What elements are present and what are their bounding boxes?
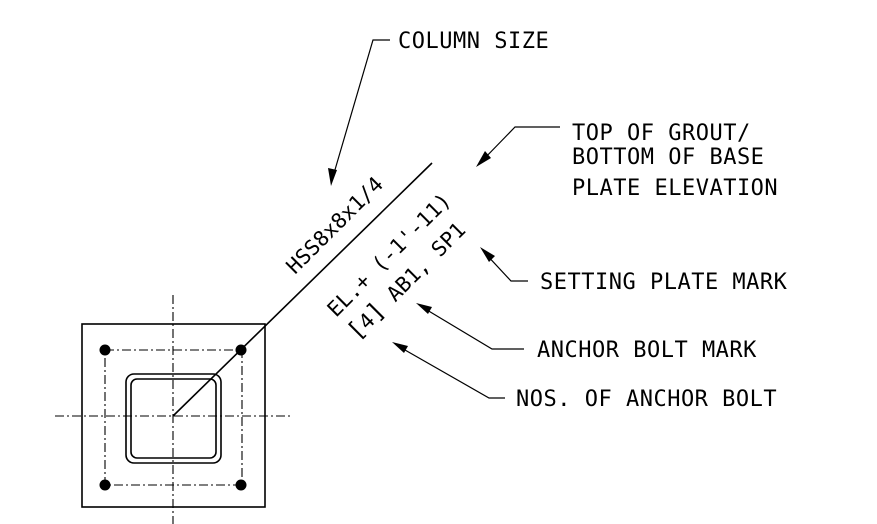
top-of-grout-label-line3: PLATE ELEVATION	[572, 176, 778, 201]
nos-anchor-bolt-leader	[397, 345, 505, 399]
nos-of-anchor-bolt-label: NOS. OF ANCHOR BOLT	[516, 387, 777, 412]
top-of-grout-arrowhead	[476, 151, 491, 167]
anchor-bolt-mark-arrowhead	[416, 303, 432, 314]
top-of-grout-label-line2: BOTTOM OF BASE	[572, 145, 764, 170]
column-size-label: COLUMN SIZE	[398, 29, 549, 54]
top-of-grout-leader	[480, 126, 560, 163]
column-size-arrowhead	[328, 168, 337, 186]
setting-plate-mark-label: SETTING PLATE MARK	[540, 270, 788, 295]
anchor-bolt-bottom-left	[99, 479, 111, 491]
anchor-bolt-top-left	[99, 344, 111, 356]
hss-column-outer	[125, 373, 222, 464]
column-size-leader	[331, 39, 390, 181]
anchor-bolt-mark-leader	[421, 306, 524, 350]
anchor-bolt-mark-label: ANCHOR BOLT MARK	[537, 338, 757, 363]
setting-plate-arrowhead	[480, 247, 495, 262]
nos-anchor-bolt-arrowhead	[392, 342, 408, 353]
setting-plate-leader	[483, 251, 528, 282]
callout-leader-line	[172, 162, 433, 417]
top-of-grout-label-line1: TOP OF GROUT/	[572, 121, 751, 146]
anchor-bolt-bottom-right	[235, 479, 247, 491]
hss-column-inner	[130, 378, 217, 459]
